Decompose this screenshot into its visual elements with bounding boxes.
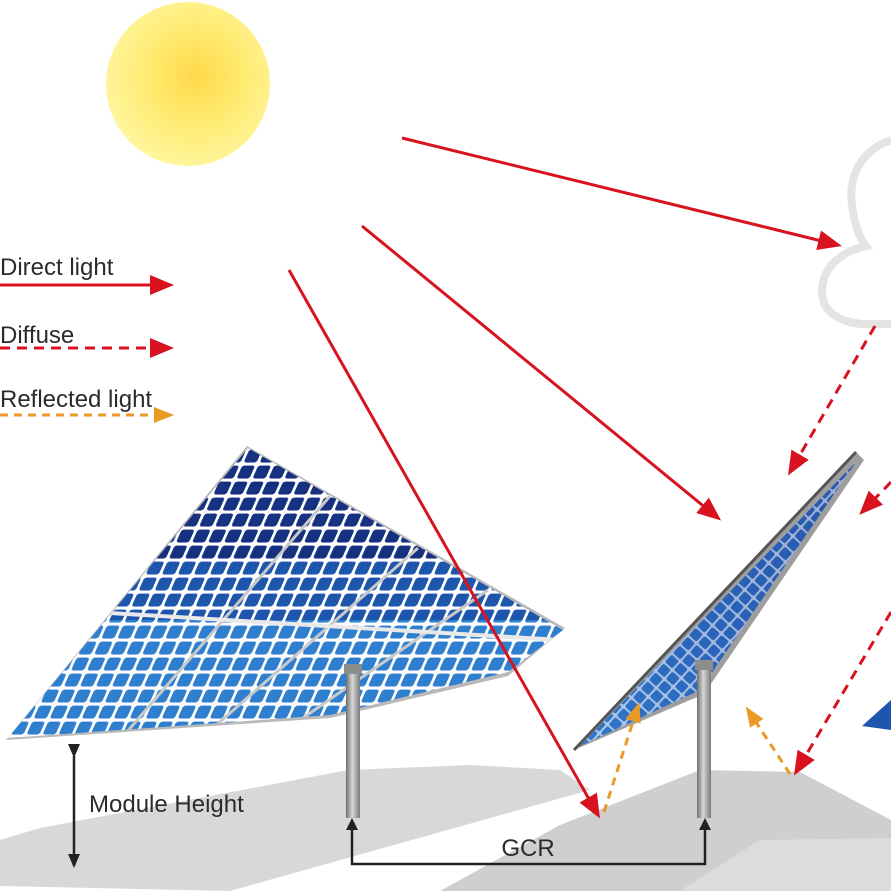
left-post bbox=[346, 668, 360, 818]
gcr-dimension: GCR bbox=[346, 818, 711, 866]
ground-strip-left bbox=[0, 765, 590, 891]
ground-strip-far bbox=[680, 838, 891, 891]
legend-direct-label: Direct light bbox=[0, 254, 114, 281]
reflected-light-rays bbox=[602, 702, 792, 813]
right-panel-top-edge bbox=[572, 450, 858, 752]
cloud-icon bbox=[817, 136, 891, 328]
right-post-cap bbox=[695, 660, 713, 670]
legend: Direct light Diffuse Reflected light bbox=[0, 254, 174, 423]
direct-ray-to-panel bbox=[361, 224, 722, 521]
left-panel-cells bbox=[8, 448, 563, 738]
sun bbox=[106, 2, 270, 166]
left-post-cap bbox=[344, 664, 362, 674]
diffuse-light-rays bbox=[787, 325, 891, 776]
module-height-dimension: Module Height bbox=[68, 744, 244, 868]
diffuse-ray-3 bbox=[793, 611, 891, 776]
cloud bbox=[817, 136, 891, 328]
legend-diffuse-label: Diffuse bbox=[0, 322, 74, 349]
diffuse-ray-2 bbox=[859, 480, 891, 515]
ground bbox=[0, 765, 891, 891]
left-solar-panel bbox=[6, 446, 565, 740]
direct-ray-to-ground bbox=[287, 269, 600, 819]
far-panel bbox=[862, 700, 891, 730]
direct-ray-to-cloud bbox=[401, 136, 842, 250]
direct-light-rays bbox=[287, 136, 842, 819]
sun-icon bbox=[106, 2, 270, 166]
gcr-arrow-right bbox=[699, 818, 711, 830]
module-height-label: Module Height bbox=[89, 791, 244, 818]
legend-reflected-label: Reflected light bbox=[0, 386, 152, 413]
reflected-ray-2 bbox=[745, 706, 792, 775]
reflected-ray-1 bbox=[602, 702, 641, 813]
gcr-arrow-left bbox=[346, 818, 358, 830]
diffuse-ray-1 bbox=[787, 325, 877, 476]
right-post bbox=[697, 664, 711, 818]
gcr-label: GCR bbox=[501, 835, 554, 862]
gcr-bracket bbox=[350, 828, 707, 866]
right-solar-panel bbox=[572, 450, 864, 752]
